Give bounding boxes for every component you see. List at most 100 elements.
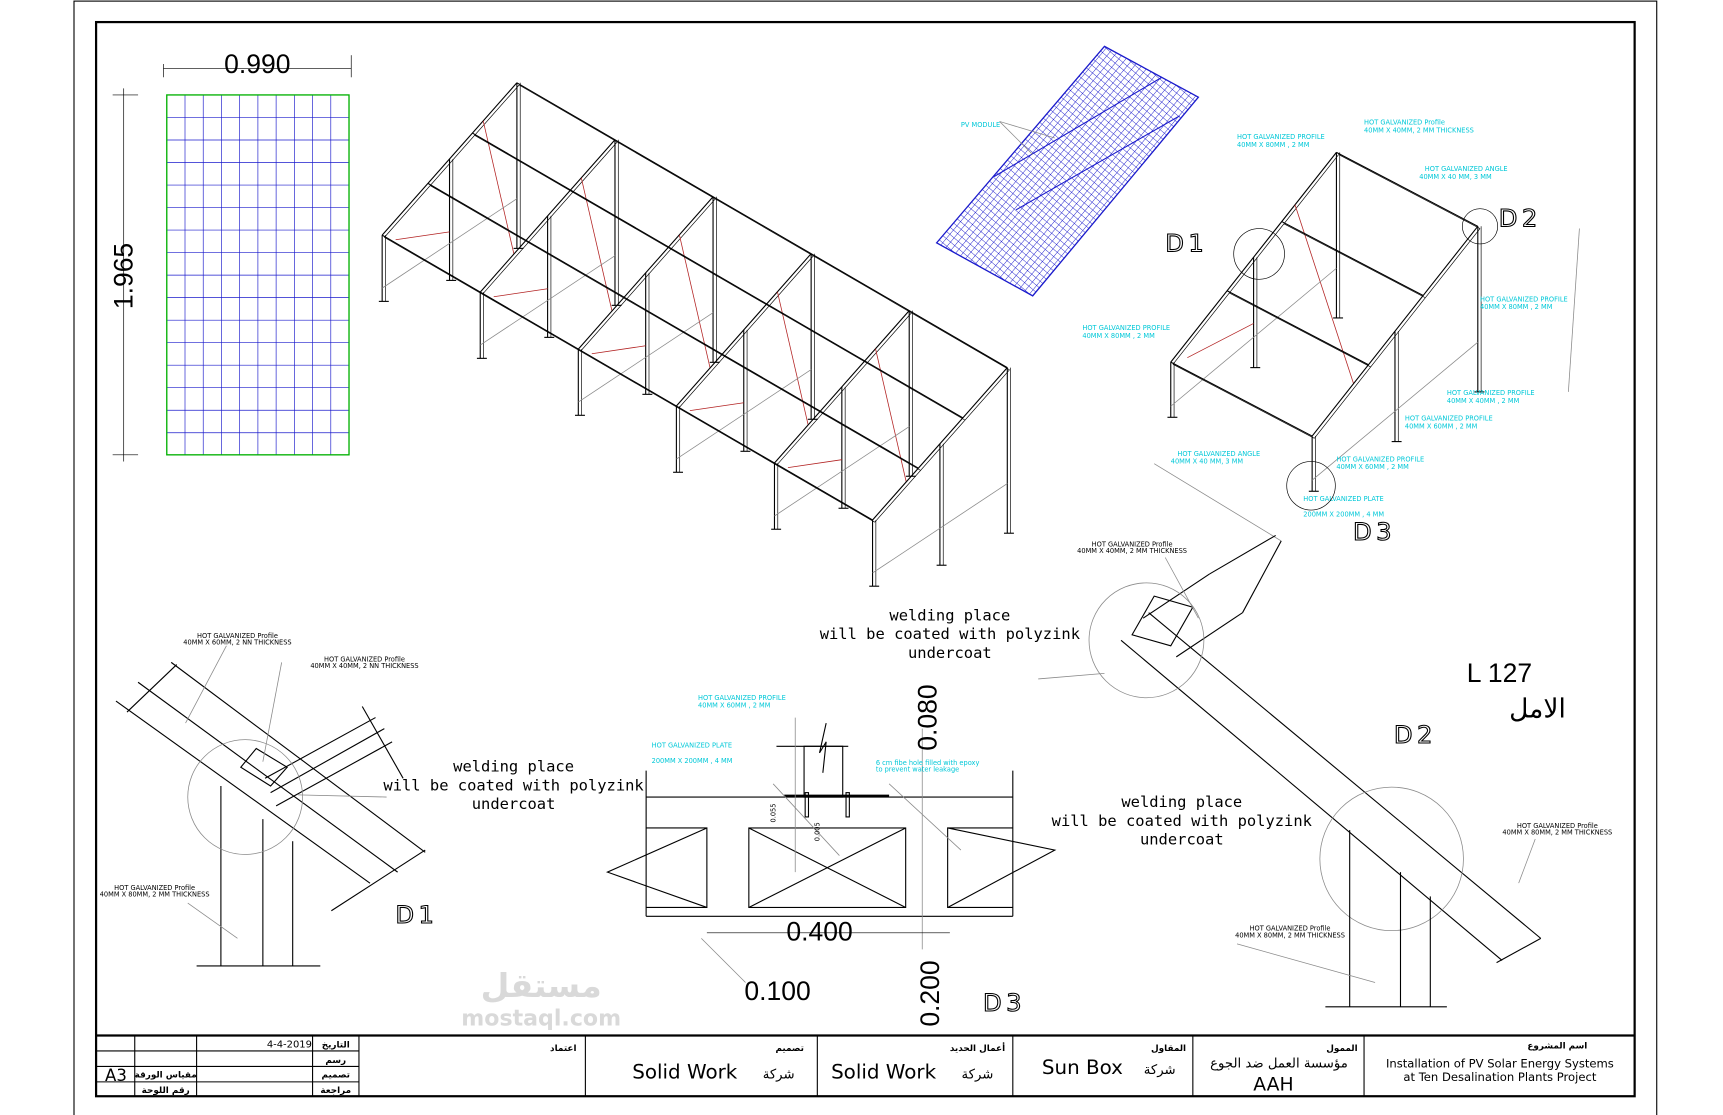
diagonal-brace bbox=[480, 255, 616, 346]
brace bbox=[1187, 323, 1254, 359]
purlin bbox=[516, 82, 1008, 369]
purlin bbox=[1336, 151, 1479, 227]
svg-text:0.400: 0.400 bbox=[786, 917, 852, 947]
svg-text:تصميم: تصميم bbox=[322, 1070, 350, 1080]
purlin bbox=[381, 234, 873, 521]
svg-text:التاريخ: التاريخ bbox=[322, 1041, 350, 1051]
svg-text:at Ten Desalination Plants Pro: at Ten Desalination Plants Project bbox=[1403, 1070, 1596, 1084]
diagonal-brace bbox=[774, 426, 910, 517]
watermark-latin: mostaql.com bbox=[461, 1007, 621, 1032]
purlin bbox=[1283, 223, 1426, 299]
svg-text:شركة: شركة bbox=[763, 1068, 795, 1083]
d3-title: D3 bbox=[983, 988, 1026, 1017]
svg-text:Solid Work: Solid Work bbox=[831, 1061, 937, 1084]
diagonal-brace bbox=[578, 312, 714, 403]
brace bbox=[395, 231, 450, 241]
outer-border bbox=[73, 0, 1658, 1115]
svg-text:شركة: شركة bbox=[962, 1068, 994, 1083]
svg-text:رقم اللوحة: رقم اللوحة bbox=[142, 1086, 190, 1096]
site-name: الامل bbox=[1509, 694, 1566, 724]
rafter bbox=[776, 312, 912, 466]
diagonal-brace bbox=[1170, 267, 1337, 407]
svg-text:Sun Box: Sun Box bbox=[1042, 1056, 1123, 1079]
main-structure-isometric bbox=[378, 82, 1014, 587]
purlin bbox=[518, 84, 1010, 371]
rafter bbox=[384, 84, 520, 238]
svg-text:مراجعة: مراجعة bbox=[320, 1086, 351, 1096]
diagonal-brace bbox=[1311, 341, 1479, 481]
diagonal-brace bbox=[872, 483, 1008, 574]
svg-text:Installation of PV Solar Energ: Installation of PV Solar Energy Systems bbox=[1386, 1057, 1614, 1071]
brace bbox=[591, 345, 646, 355]
drawing-frame bbox=[94, 20, 1636, 1098]
svg-text:Solid Work: Solid Work bbox=[632, 1061, 738, 1084]
purlin bbox=[472, 132, 964, 419]
svg-text:4-4-2019: 4-4-2019 bbox=[267, 1040, 312, 1051]
purlin bbox=[474, 134, 966, 421]
diagonal-brace bbox=[381, 198, 518, 289]
purlin bbox=[1170, 361, 1313, 437]
svg-text:0.080: 0.080 bbox=[913, 684, 943, 750]
svg-text:رسم: رسم bbox=[325, 1056, 346, 1066]
svg-text:0.055: 0.055 bbox=[769, 804, 777, 823]
svg-text:0.005: 0.005 bbox=[814, 822, 822, 841]
rafter bbox=[580, 198, 716, 352]
iso-d1-label: D1 bbox=[1165, 229, 1208, 258]
svg-text:تصميم: تصميم bbox=[775, 1044, 803, 1054]
svg-text:مؤسسة العمل ضد الجوع: مؤسسة العمل ضد الجوع bbox=[1210, 1057, 1348, 1072]
purlin bbox=[1338, 154, 1481, 229]
d2-title: D2 bbox=[1394, 720, 1437, 749]
brace bbox=[689, 402, 744, 412]
svg-text:شركة: شركة bbox=[1144, 1063, 1176, 1078]
panel-width-dim: 0.990 bbox=[224, 49, 290, 79]
purlin bbox=[384, 237, 875, 523]
watermark: مستقل mostaql.com bbox=[461, 966, 621, 1032]
iso-d3-label: D3 bbox=[1353, 517, 1396, 546]
svg-text:0.200: 0.200 bbox=[915, 960, 945, 1026]
rafter bbox=[1314, 228, 1481, 439]
pv-panel-elevation: 0.990 1.965 bbox=[109, 49, 352, 462]
pv-module-array: PV MODULE bbox=[935, 45, 1200, 297]
d1-title: D1 bbox=[395, 900, 438, 929]
iso-d2-label: D2 bbox=[1499, 203, 1542, 232]
pv-module-label: PV MODULE bbox=[961, 121, 1000, 129]
brace bbox=[493, 288, 548, 298]
purlin bbox=[1172, 364, 1315, 439]
site-code: L 127 bbox=[1467, 658, 1532, 688]
purlin bbox=[1226, 290, 1369, 366]
svg-text:A3: A3 bbox=[105, 1066, 127, 1085]
rafter bbox=[1172, 154, 1339, 365]
rafter bbox=[874, 369, 1010, 523]
brace bbox=[787, 459, 842, 469]
svg-text:مقياس الورقة: مقياس الورقة bbox=[135, 1070, 197, 1080]
svg-text:AAH: AAH bbox=[1253, 1075, 1293, 1096]
watermark-arabic: مستقل bbox=[481, 966, 602, 1005]
purlin bbox=[430, 185, 921, 471]
panel-height-dim: 1.965 bbox=[109, 243, 139, 309]
svg-text:أعمال الحديد: أعمال الحديد bbox=[950, 1042, 1005, 1054]
svg-text:اعتماد: اعتماد bbox=[550, 1044, 576, 1054]
svg-text:المقاول: المقاول bbox=[1151, 1044, 1186, 1054]
